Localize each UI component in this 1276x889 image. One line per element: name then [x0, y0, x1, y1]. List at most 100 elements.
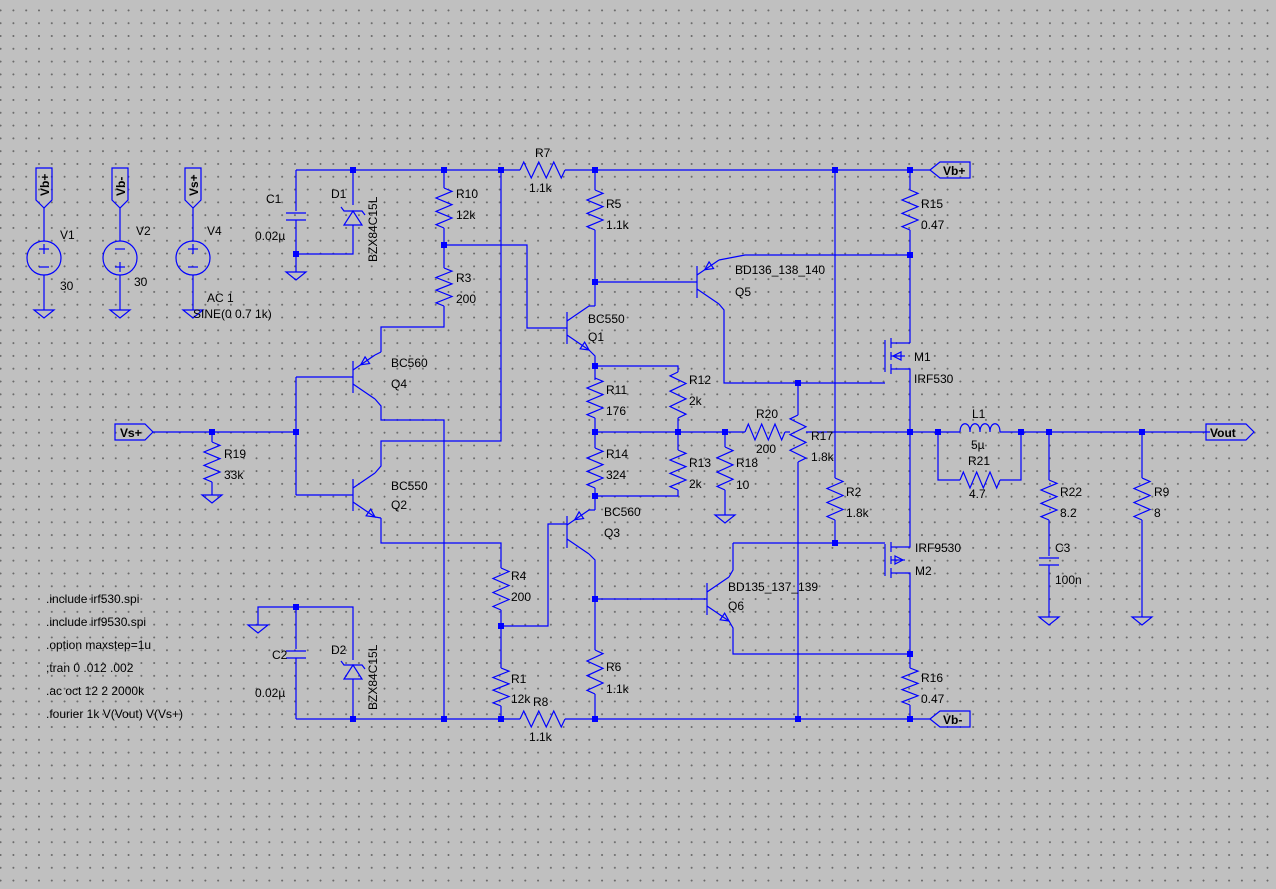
r18-resistor: [715, 446, 735, 491]
lead: [352, 472, 376, 489]
wire: [937, 432, 960, 481]
q5-transistor: [696, 259, 720, 305]
junction-dot: [907, 252, 913, 258]
wire: [380, 518, 502, 568]
q4-value: BC560: [391, 356, 428, 370]
r4-value: 200: [511, 590, 531, 604]
junction-dot: [907, 651, 913, 657]
junction-dot: [209, 429, 215, 435]
junction-dot: [592, 363, 598, 369]
q4-ref: Q4: [391, 377, 407, 391]
ground-icon: [200, 494, 224, 504]
emitter-arrow: [719, 612, 731, 622]
wire: [1000, 432, 1022, 481]
c3-capacitor: [1039, 557, 1059, 566]
junction-dot: [1046, 429, 1052, 435]
lead: [352, 354, 376, 371]
lead: [566, 334, 590, 351]
q6-value: BD135_137_139: [728, 580, 818, 594]
junction-dot: [832, 167, 838, 173]
m2-ref: M2: [915, 564, 932, 578]
r21-value: 4.7: [969, 487, 986, 501]
junction-dot: [722, 429, 728, 435]
diode-body: [342, 663, 364, 680]
r18-ref: R18: [736, 456, 758, 470]
junction-dot: [498, 623, 504, 629]
r17-value: 1.8k: [811, 450, 835, 464]
l1-ref: L1: [972, 407, 986, 421]
wire: [718, 254, 910, 261]
r19-ref: R19: [224, 447, 246, 461]
r15-value: 0.47: [921, 218, 945, 232]
junction-dot: [592, 279, 598, 285]
l1-inductor: [959, 423, 1001, 433]
ground-icon: [32, 309, 56, 319]
v4-ac: AC 1: [207, 291, 234, 305]
wire: [905, 572, 911, 668]
ground-r9: [1130, 616, 1154, 626]
junction-dot: [592, 596, 598, 602]
c1-ref: C1: [266, 192, 282, 206]
r5-value: 1.1k: [606, 218, 630, 232]
zigzag: [519, 160, 566, 180]
r19-value: 33k: [224, 468, 244, 482]
spice-directive: .option maxstep=1u: [46, 638, 151, 652]
port-vb-plus-v1: Vb+: [35, 167, 53, 209]
wire: [728, 560, 734, 578]
zigzag: [585, 189, 605, 231]
lead: [566, 305, 590, 322]
zigzag: [959, 470, 1001, 490]
v2-value: 30: [134, 275, 148, 289]
junction-dot: [293, 604, 299, 610]
v2-ref: V2: [136, 224, 151, 238]
components: [26, 160, 1154, 729]
c3-ref: C3: [1055, 541, 1071, 555]
port-vs-plus-input: Vs+: [114, 423, 154, 441]
ground-v1: [32, 309, 56, 319]
d1-value: BZX84C15L: [366, 196, 380, 262]
r17-ref: R17: [811, 429, 833, 443]
junction-dot: [498, 716, 504, 722]
zigzag: [585, 447, 605, 489]
wire: [501, 523, 567, 627]
junction-dot: [293, 429, 299, 435]
junction-dot: [441, 716, 447, 722]
r22-resistor: [1039, 479, 1059, 521]
v1-value: 30: [60, 279, 74, 293]
r2-resistor: [825, 477, 845, 521]
junction-dot: [441, 242, 447, 248]
zigzag: [202, 441, 222, 483]
port-text: Vb-: [114, 177, 128, 196]
c3-value: 100n: [1055, 573, 1082, 587]
ground-icon: [246, 624, 270, 634]
d1-zener: [340, 206, 366, 226]
lead: [696, 288, 720, 305]
ground-icon: [181, 309, 205, 319]
port-vb-minus-v2: Vb-: [111, 167, 129, 209]
ground-c1: [284, 271, 308, 281]
q4-transistor: [352, 354, 376, 400]
r5-resistor: [585, 189, 605, 231]
cathode-bar: [340, 206, 366, 216]
zigzag: [788, 414, 808, 463]
ground-v4: [181, 309, 205, 319]
m1-ref: M1: [914, 350, 931, 364]
spice-directive: .include irf530.spi: [46, 592, 139, 606]
r7-value: 1.1k: [529, 181, 553, 195]
source-circle: [175, 240, 211, 276]
r13-ref: R13: [689, 456, 711, 470]
zigzag: [668, 449, 688, 491]
r16-ref: R16: [921, 671, 943, 685]
zigzag: [900, 189, 920, 231]
r20-value: 200: [756, 442, 776, 456]
lead: [566, 509, 590, 526]
c2-capacitor: [286, 650, 306, 659]
d2-value: BZX84C15L: [366, 644, 380, 710]
zigzag: [491, 667, 511, 707]
source-circle: [26, 240, 62, 276]
r1-ref: R1: [511, 672, 527, 686]
r21-resistor: [959, 470, 1001, 490]
r7-resistor: [519, 160, 566, 180]
ground-r18: [713, 514, 737, 524]
